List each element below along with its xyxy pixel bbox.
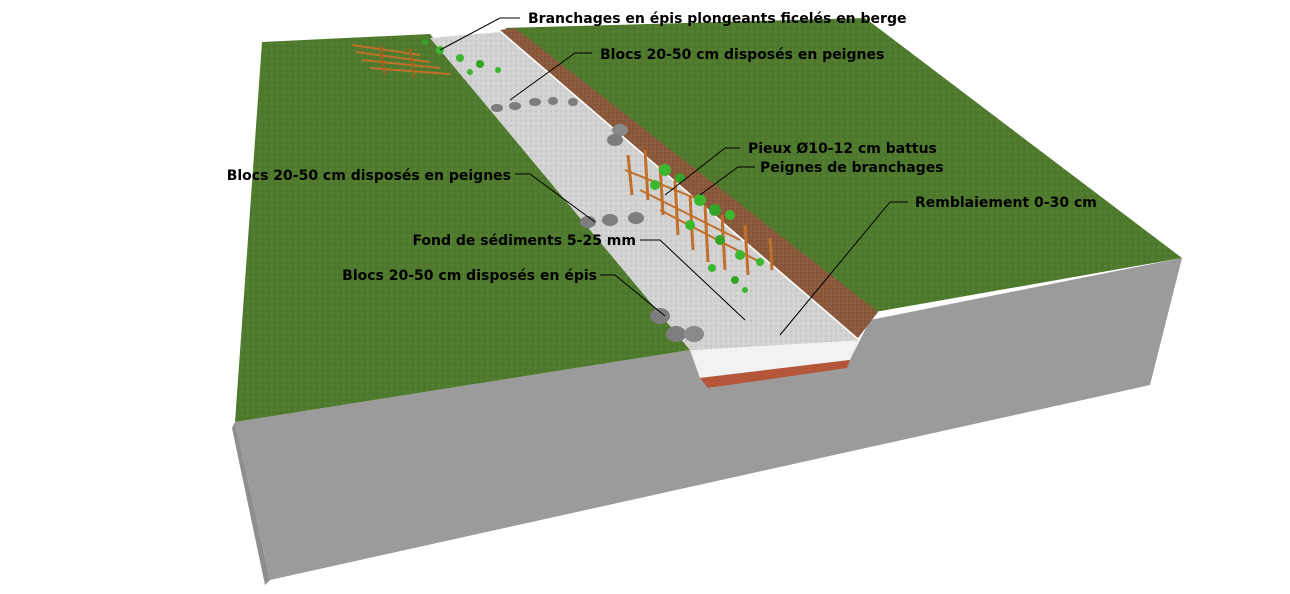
leader-blocs-peignes-left [515, 173, 596, 223]
label-peignes-branchages: Peignes de branchages [760, 160, 944, 176]
stone [568, 98, 578, 106]
stakes-and-branches [624, 149, 774, 293]
backfill-layer [700, 360, 850, 388]
stones [491, 97, 704, 342]
label-blocs-peignes-top: Blocs 20-50 cm disposés en peignes [600, 47, 884, 63]
leader-peignes-branchages [699, 166, 755, 196]
label-remblaiement: Remblaiement 0-30 cm [915, 195, 1097, 211]
label-blocs-peignes-left: Blocs 20-50 cm disposés en peignes [227, 168, 511, 184]
leader-lines [439, 17, 908, 336]
left-grass-bank [235, 34, 690, 422]
right-grass-bank [505, 18, 1182, 312]
stone [529, 98, 541, 106]
leader-remblaiement [779, 201, 908, 336]
leader-blocs-epis [600, 274, 666, 317]
stone [607, 134, 623, 146]
leader-branchages-epis [439, 17, 520, 51]
label-blocs-epis: Blocs 20-50 cm disposés en épis [342, 268, 597, 284]
label-pieux: Pieux Ø10-12 cm battus [748, 141, 937, 157]
stone [684, 326, 704, 342]
leader-blocs-peignes-top [509, 52, 592, 101]
label-fond-sediments: Fond de sédiments 5-25 mm [412, 233, 636, 249]
stone [612, 124, 628, 136]
stone [628, 212, 644, 224]
soil-block-front [235, 258, 1182, 580]
labels: Branchages en épis plongeants ficelés en… [227, 11, 1097, 284]
stone [548, 97, 558, 105]
stone [509, 102, 521, 110]
soil-block [232, 258, 1182, 585]
right-earth-bank [500, 28, 878, 338]
leader-pieux [664, 147, 740, 196]
leader-fond-sediments [640, 239, 746, 321]
stone [491, 104, 503, 112]
stone [666, 326, 686, 342]
branch-bundles [351, 39, 501, 79]
stone [580, 216, 596, 228]
stone [650, 308, 670, 324]
stone [602, 214, 618, 226]
label-branchages-epis: Branchages en épis plongeants ficelés en… [528, 11, 906, 27]
soil-block-left-side [232, 422, 270, 585]
